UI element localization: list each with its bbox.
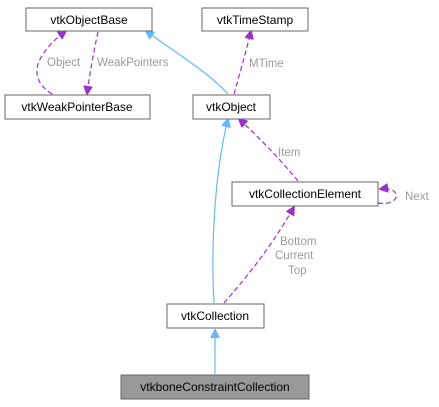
edge-collection-to-object [212,119,228,304]
edge-object-to-timestamp [233,31,251,95]
node-vtkcollectionelement[interactable]: vtkCollectionElement [231,181,379,207]
node-label: vtkCollectionElement [249,187,362,201]
edge-collection-to-element [223,207,294,304]
edge-objectbase-to-weakpointer [87,31,99,94]
edge-label-object: Object [47,57,81,69]
edge-object-to-objectbase [146,31,229,95]
edge-label-top: Top [288,265,307,277]
node-vtkobjectbase[interactable]: vtkObjectBase [25,7,153,32]
edge-label-current: Current [275,250,314,262]
node-label: vtkWeakPointerBase [21,100,132,114]
edge-label-item: Item [278,147,300,159]
node-label: vtkObjectBase [50,13,128,27]
node-vtkobject[interactable]: vtkObject [192,94,271,120]
node-vtktimestamp[interactable]: vtkTimeStamp [201,7,309,32]
edge-label-mtime: MTime [249,58,284,70]
edge-label-next: Next [405,191,429,203]
node-vtkboneconstraintcollection[interactable]: vtkboneConstraintCollection [120,374,310,400]
node-vtkcollection[interactable]: vtkCollection [166,303,265,329]
node-vtkweakpointerbase[interactable]: vtkWeakPointerBase [4,94,151,120]
node-label: vtkObject [206,100,257,114]
edge-label-weak-pointers: WeakPointers [97,57,169,69]
node-label: vtkboneConstraintCollection [140,380,289,394]
edge-label-bottom: Bottom [280,236,316,248]
edge-element-to-object [239,119,299,182]
node-label: vtkCollection [181,309,249,323]
edge-element-self-next [377,189,397,205]
edge-weakpointer-to-objectbase-object [36,31,66,95]
node-label: vtkTimeStamp [217,13,294,27]
